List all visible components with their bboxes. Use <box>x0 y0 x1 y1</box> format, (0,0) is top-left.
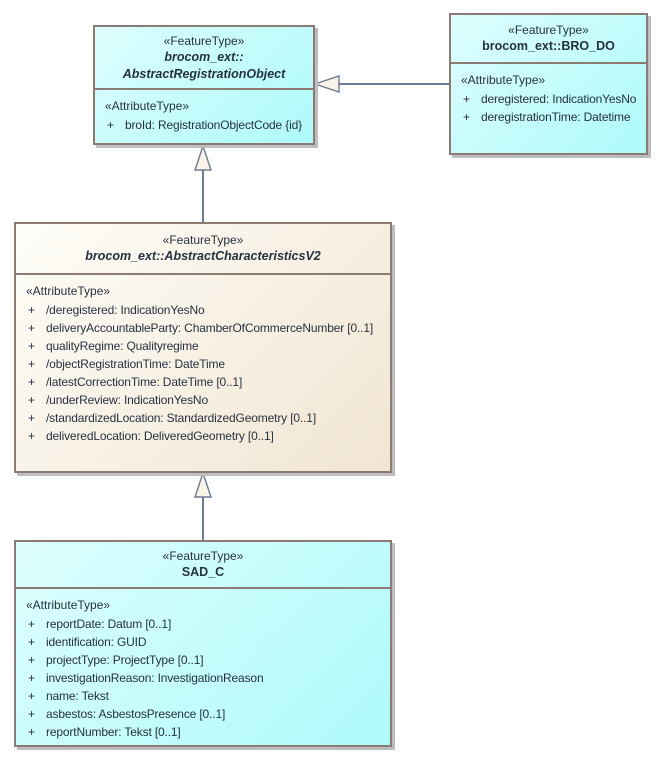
attribute: + reportNumber: Tekst [0..1] <box>28 725 181 739</box>
attribute-stereotype-label: «AttributeType» <box>105 99 190 113</box>
attributes-compartment: «AttributeType» + /deregistered: Indicat… <box>16 275 390 445</box>
attribute: + /objectRegistrationTime: DateTime <box>28 357 225 371</box>
generalization-arrowhead-up-icon <box>194 472 212 498</box>
stereotype-label: «FeatureType» <box>508 23 589 37</box>
stereotype-label: «FeatureType» <box>162 233 244 247</box>
class-header: «FeatureType» brocom_ext:: AbstractRegis… <box>95 27 313 90</box>
class-name: SAD_C <box>181 565 225 579</box>
class-name: brocom_ext::BRO_DO <box>482 39 615 53</box>
class-sad-c[interactable]: «FeatureType» SAD_C «AttributeType» + re… <box>14 540 392 747</box>
class-abstract-registration-object[interactable]: «FeatureType» brocom_ext:: AbstractRegis… <box>93 25 315 145</box>
attribute: + name: Tekst <box>28 689 109 703</box>
class-header: «FeatureType» SAD_C <box>16 542 390 589</box>
class-header: «FeatureType» brocom_ext::BRO_DO <box>451 15 646 64</box>
attribute: + deliveryAccountableParty: ChamberOfCom… <box>28 321 374 335</box>
attribute: + broId: RegistrationObjectCode {id} <box>107 118 303 132</box>
generalization-arrowhead-left-icon <box>314 75 340 93</box>
class-name: AbstractRegistrationObject <box>122 66 286 81</box>
class-name: brocom_ext:: <box>164 49 244 64</box>
generalization-line-brodo-to-registrationobject[interactable] <box>339 83 450 85</box>
attribute: + identification: GUID <box>28 635 147 649</box>
class-abstract-characteristics-v2[interactable]: «FeatureType» brocom_ext::AbstractCharac… <box>14 222 392 473</box>
attribute-stereotype-label: «AttributeType» <box>26 598 111 612</box>
attributes-compartment: «AttributeType» + broId: RegistrationObj… <box>95 90 313 134</box>
attribute: + reportDate: Datum [0..1] <box>28 617 172 631</box>
attribute-stereotype-label: «AttributeType» <box>26 284 111 298</box>
attributes-compartment: «AttributeType» + deregistered: Indicati… <box>451 64 646 126</box>
generalization-line-sadc-to-characteristics[interactable] <box>202 495 204 541</box>
attribute: + asbestos: AsbestosPresence [0..1] <box>28 707 226 721</box>
attribute: + investigationReason: InvestigationReas… <box>28 671 264 685</box>
generalization-arrowhead-up-icon <box>194 145 212 171</box>
attribute: + /underReview: IndicationYesNo <box>28 393 208 407</box>
attributes-compartment: «AttributeType» + reportDate: Datum [0..… <box>16 589 390 741</box>
attribute: + deregistered: IndicationYesNo <box>463 92 637 106</box>
class-name: brocom_ext::AbstractCharacteristicsV2 <box>85 249 321 263</box>
attribute: + /latestCorrectionTime: DateTime [0..1] <box>28 375 243 389</box>
stereotype-label: «FeatureType» <box>162 549 244 563</box>
attribute: + /standardizedLocation: StandardizedGeo… <box>28 411 317 425</box>
generalization-line-characteristics-to-registrationobject[interactable] <box>202 168 204 224</box>
attribute: + qualityRegime: Qualityregime <box>28 339 199 353</box>
attribute: + deliveredLocation: DeliveredGeometry [… <box>28 429 274 443</box>
class-header: «FeatureType» brocom_ext::AbstractCharac… <box>16 224 390 275</box>
class-bro-do[interactable]: «FeatureType» brocom_ext::BRO_DO «Attrib… <box>449 13 648 155</box>
attribute: + projectType: ProjectType [0..1] <box>28 653 204 667</box>
stereotype-label: «FeatureType» <box>163 33 245 48</box>
attribute-stereotype-label: «AttributeType» <box>461 73 546 87</box>
attribute: + /deregistered: IndicationYesNo <box>28 303 205 317</box>
attribute: + deregistrationTime: Datetime <box>463 110 631 124</box>
